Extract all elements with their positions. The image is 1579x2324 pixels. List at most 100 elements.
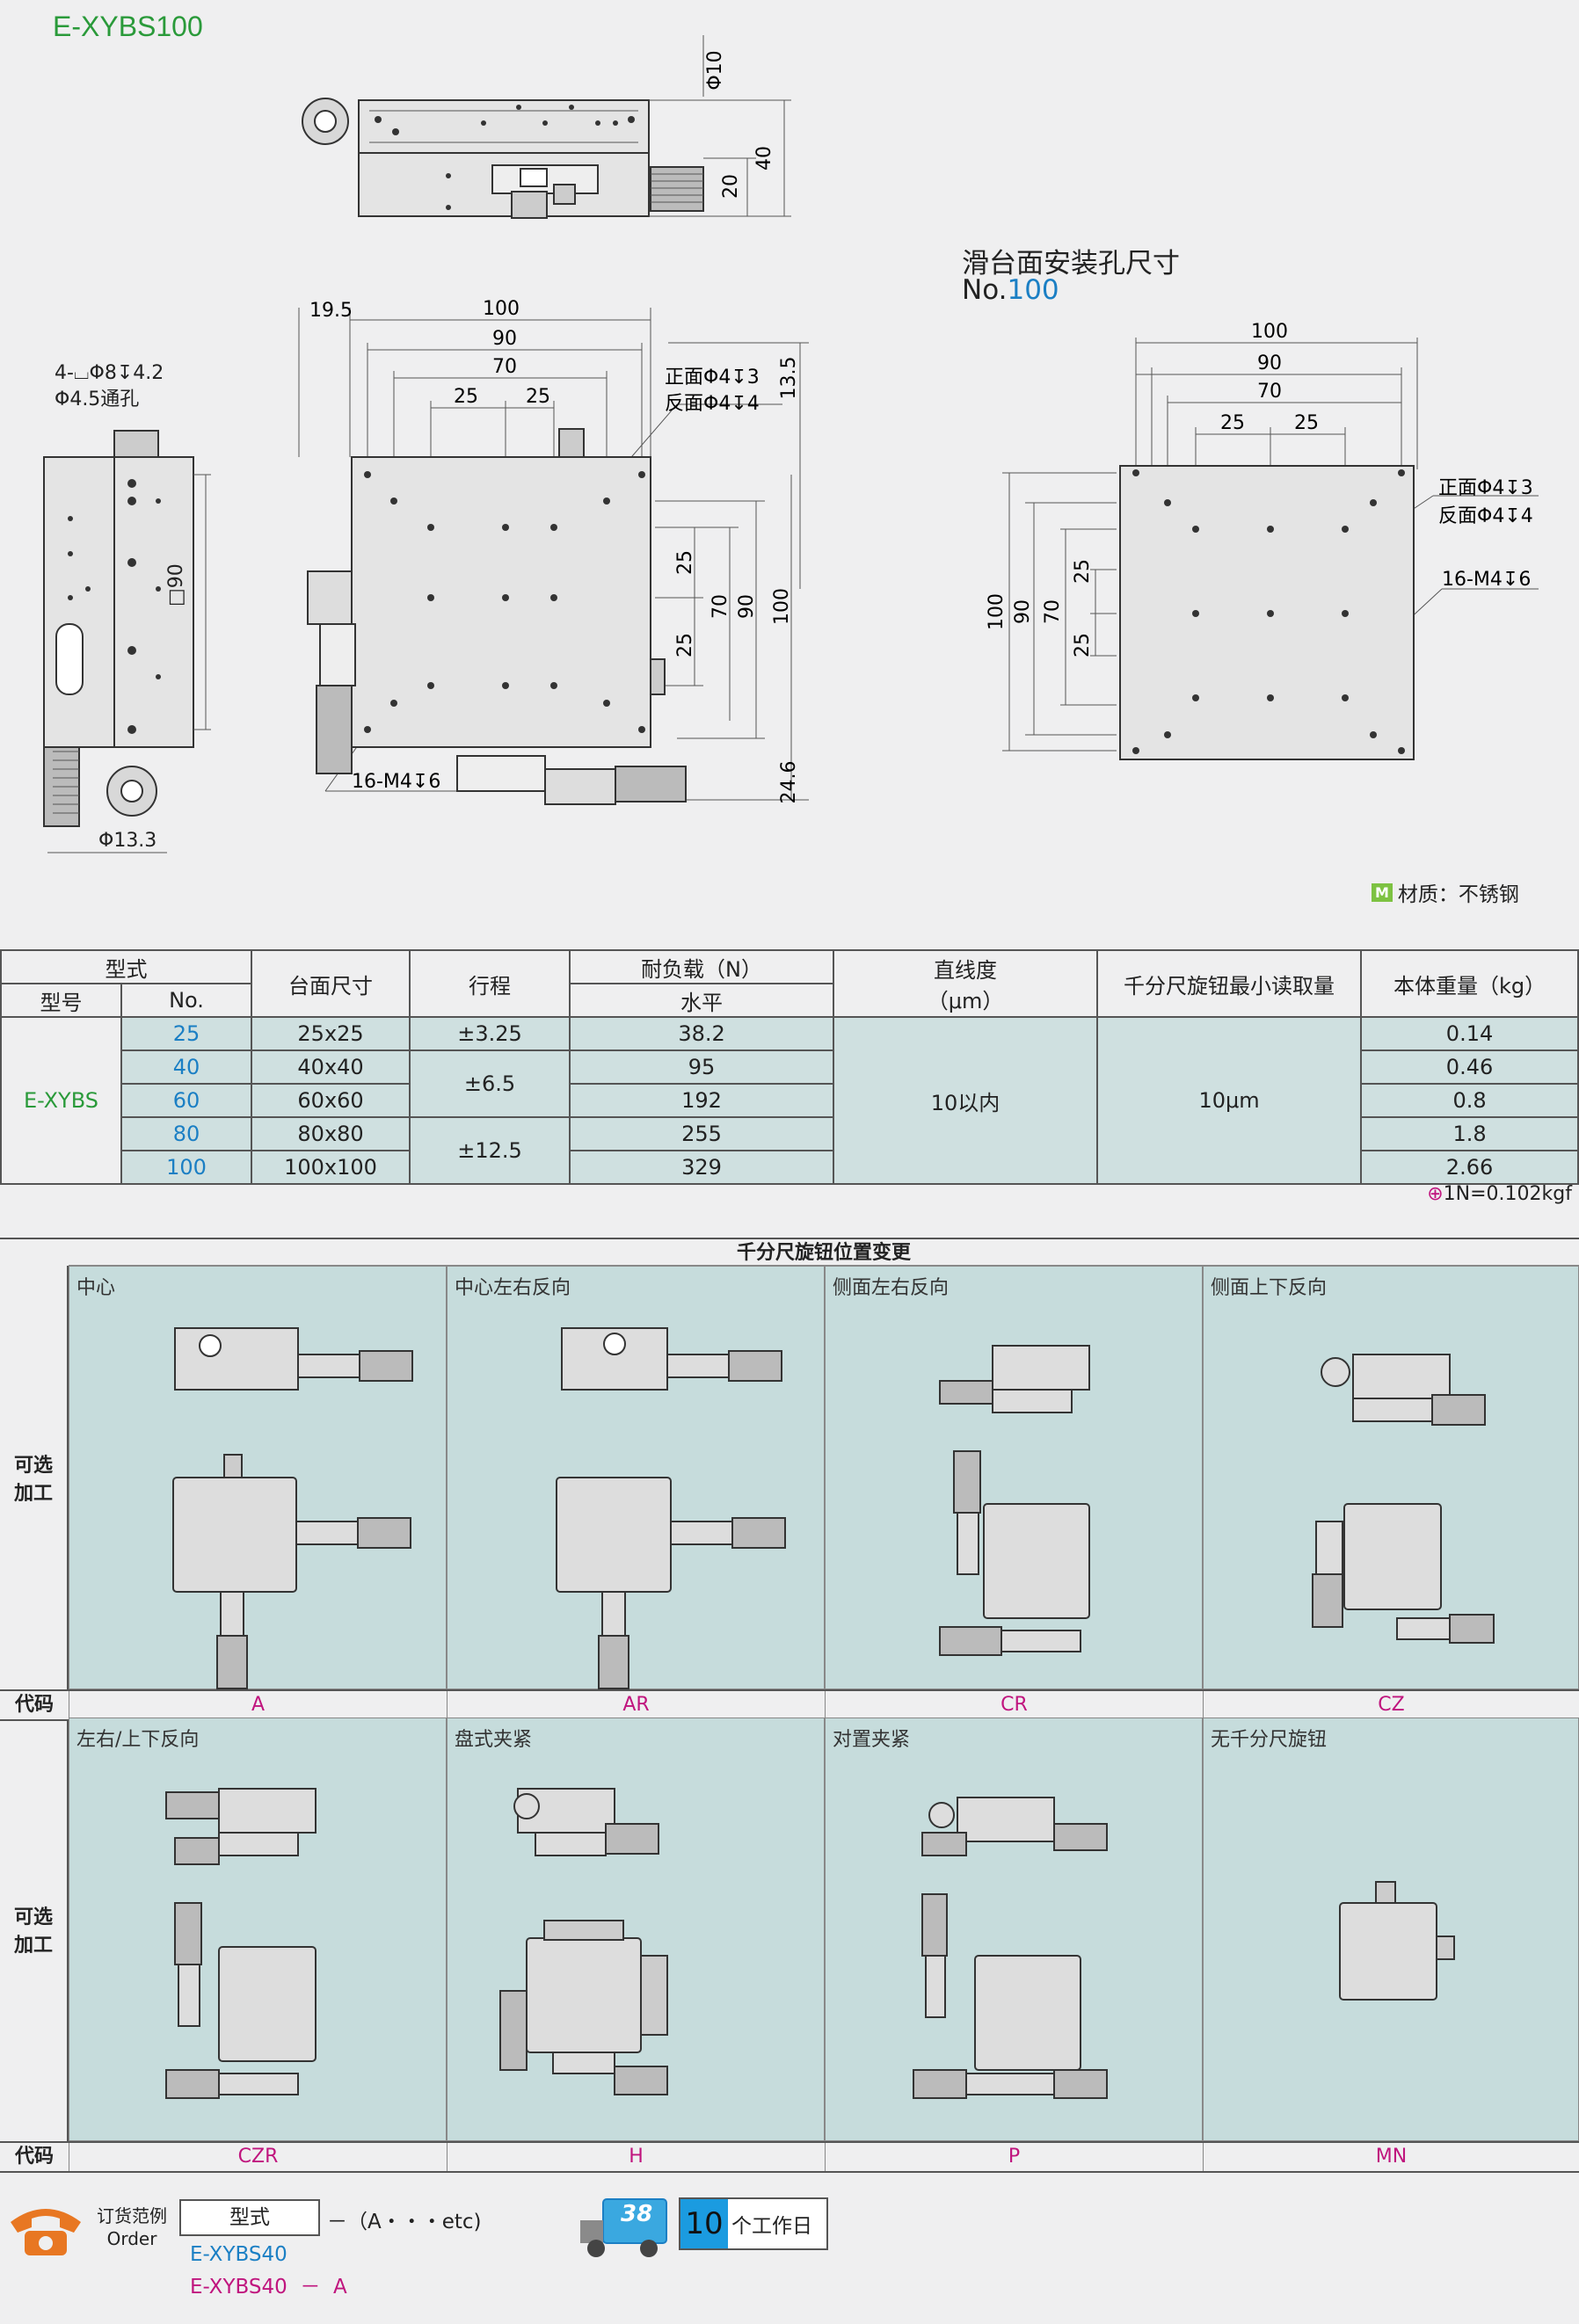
mount-dim-h25a: 25 xyxy=(1220,412,1245,434)
order-example-1: E-XYBS40 xyxy=(190,2243,287,2266)
cell-travel: ±12.5 xyxy=(409,1116,571,1185)
dim-v100: 100 xyxy=(771,588,793,625)
stage-illustration xyxy=(913,1797,1108,2099)
table-row: 100 100x100 329 2.66 xyxy=(1,1150,1579,1185)
table-row: 80 80x80 ±12.5 255 1.8 xyxy=(1,1116,1579,1185)
dim-90: 90 xyxy=(492,328,517,350)
cell-no: 60 xyxy=(120,1083,253,1118)
mount-back-hole: 反面Φ4↧4 xyxy=(1438,505,1533,527)
back-hole-spec: 反面Φ4↧4 xyxy=(665,393,760,415)
option-cell-lr-ud: 左右/上下反向 xyxy=(69,1718,447,2141)
option-label: 侧面上下反向 xyxy=(1211,1277,1328,1299)
dim-v90: 90 xyxy=(736,594,758,619)
cell-size: 25x25 xyxy=(251,1016,411,1051)
dim-13-5: 13.5 xyxy=(778,357,800,400)
dim-phi13-3: Φ13.3 xyxy=(98,830,157,852)
stage-illustration xyxy=(165,1788,317,2099)
mount-dim-h90: 90 xyxy=(1257,352,1282,374)
hole-spec-1: 4-⌴Φ8↧4.2 xyxy=(55,362,164,384)
cell-size: 60x60 xyxy=(251,1083,411,1118)
code-H: H xyxy=(447,2143,825,2171)
material-badge: M xyxy=(1372,882,1393,902)
cell-model: E-XYBS xyxy=(0,1016,122,1185)
mount-dim-h25b: 25 xyxy=(1294,412,1319,434)
option-cell-center: 中心 xyxy=(69,1266,447,1689)
code-CZR: CZR xyxy=(69,2143,447,2171)
option-label: 盘式夹紧 xyxy=(455,1729,533,1751)
unit-note-text: 1N=0.102kgf xyxy=(1443,1183,1572,1205)
order-suffix: －（A・・・etc) xyxy=(327,2211,482,2233)
th-load-sub: 水平 xyxy=(569,983,835,1018)
cell-travel: ±6.5 xyxy=(409,1049,571,1118)
dim-40: 40 xyxy=(753,146,775,171)
option-cell-disc-clamp: 盘式夹紧 xyxy=(447,1718,825,2141)
mount-dim-h70: 70 xyxy=(1257,381,1282,403)
hole-spec-2: Φ4.5通孔 xyxy=(55,389,140,410)
cell-load: 95 xyxy=(569,1049,835,1085)
mount-dim-v100: 100 xyxy=(986,593,1008,630)
mount-dim-v90: 90 xyxy=(1012,599,1034,624)
option-label: 侧面左右反向 xyxy=(833,1277,950,1299)
cell-size: 80x80 xyxy=(251,1116,411,1151)
order-example-2: E-XYBS40 － A xyxy=(190,2276,347,2299)
cell-load: 192 xyxy=(569,1083,835,1118)
cell-weight: 1.8 xyxy=(1360,1116,1579,1151)
mount-no-value: 100 xyxy=(1007,274,1059,306)
stage-illustration xyxy=(499,1788,668,2095)
option-label: 对置夹紧 xyxy=(833,1729,911,1751)
stage-illustration xyxy=(172,1327,413,1689)
code-A: A xyxy=(69,1691,447,1719)
option-cell-center-reverse: 中心左右反向 xyxy=(447,1266,825,1689)
th-straightness-label: 直线度 xyxy=(934,958,998,983)
mount-tap: 16-M4↧6 xyxy=(1442,569,1531,591)
cell-travel: ±3.25 xyxy=(409,1016,571,1051)
mount-dim-v25b: 25 xyxy=(1072,633,1094,657)
dim-square-90: □90 xyxy=(165,563,187,606)
code-row-1: 代码 A AR CR CZ xyxy=(0,1689,1579,1721)
cell-size: 100x100 xyxy=(251,1150,411,1185)
cell-weight: 0.46 xyxy=(1360,1049,1579,1085)
stage-illustration xyxy=(1312,1354,1495,1644)
note-icon: ⊕ xyxy=(1427,1183,1444,1205)
order-label-en: Order xyxy=(106,2228,157,2249)
dim-v25b: 25 xyxy=(674,633,696,657)
code-row-2: 代码 CZR H P MN xyxy=(0,2141,1579,2173)
th-weight: 本体重量（kg） xyxy=(1360,949,1579,1018)
cell-no: 40 xyxy=(120,1049,253,1085)
order-form-box: 型式 xyxy=(179,2199,320,2236)
dim-19-5: 19.5 xyxy=(309,300,353,322)
mount-dim-h100: 100 xyxy=(1251,321,1288,343)
th-travel: 行程 xyxy=(409,949,571,1018)
top-view-drawing: Φ10 40 20 xyxy=(302,35,791,219)
code-label: 代码 xyxy=(14,1694,54,1716)
option-label: 中心 xyxy=(76,1277,116,1299)
code-CZ: CZ xyxy=(1203,1691,1579,1719)
cell-weight: 2.66 xyxy=(1360,1150,1579,1185)
cell-no: 100 xyxy=(120,1150,253,1185)
dim-70: 70 xyxy=(492,356,517,378)
code-CR: CR xyxy=(825,1691,1203,1719)
plan-view-drawing: 19.5 100 90 70 25 25 13.5 正面Φ4↧3 反面Φ4↧4 … xyxy=(298,298,809,805)
th-model: 型号 xyxy=(0,983,122,1018)
cell-no: 25 xyxy=(120,1016,253,1051)
th-reading: 千分尺旋钮最小读取量 xyxy=(1096,949,1363,1018)
option-cell-side-lr: 侧面左右反向 xyxy=(825,1266,1203,1689)
stage-illustration xyxy=(556,1327,786,1689)
option-cell-no-micrometer: 无千分尺旋钮 xyxy=(1203,1718,1579,2141)
option-label: 中心左右反向 xyxy=(455,1277,571,1299)
delivery-label: 个工作日 xyxy=(731,2215,812,2238)
dim-24-6: 24.6 xyxy=(778,761,800,804)
mount-front-hole: 正面Φ4↧3 xyxy=(1438,477,1533,499)
stage-illustration xyxy=(1339,1881,1455,2001)
delivery-days: 10 xyxy=(680,2199,728,2248)
code-label: 代码 xyxy=(14,2146,54,2168)
cell-size: 40x40 xyxy=(251,1049,411,1085)
model-title: E-XYBS100 xyxy=(53,11,203,42)
dim-25a: 25 xyxy=(454,386,478,408)
th-straightness: 直线度 （μm） xyxy=(833,949,1099,1018)
code-P: P xyxy=(825,2143,1203,2171)
truck-icon xyxy=(580,2198,667,2257)
delivery-box: 10 个工作日 xyxy=(679,2197,828,2250)
dim-20: 20 xyxy=(720,174,742,199)
code-MN: MN xyxy=(1203,2143,1579,2171)
